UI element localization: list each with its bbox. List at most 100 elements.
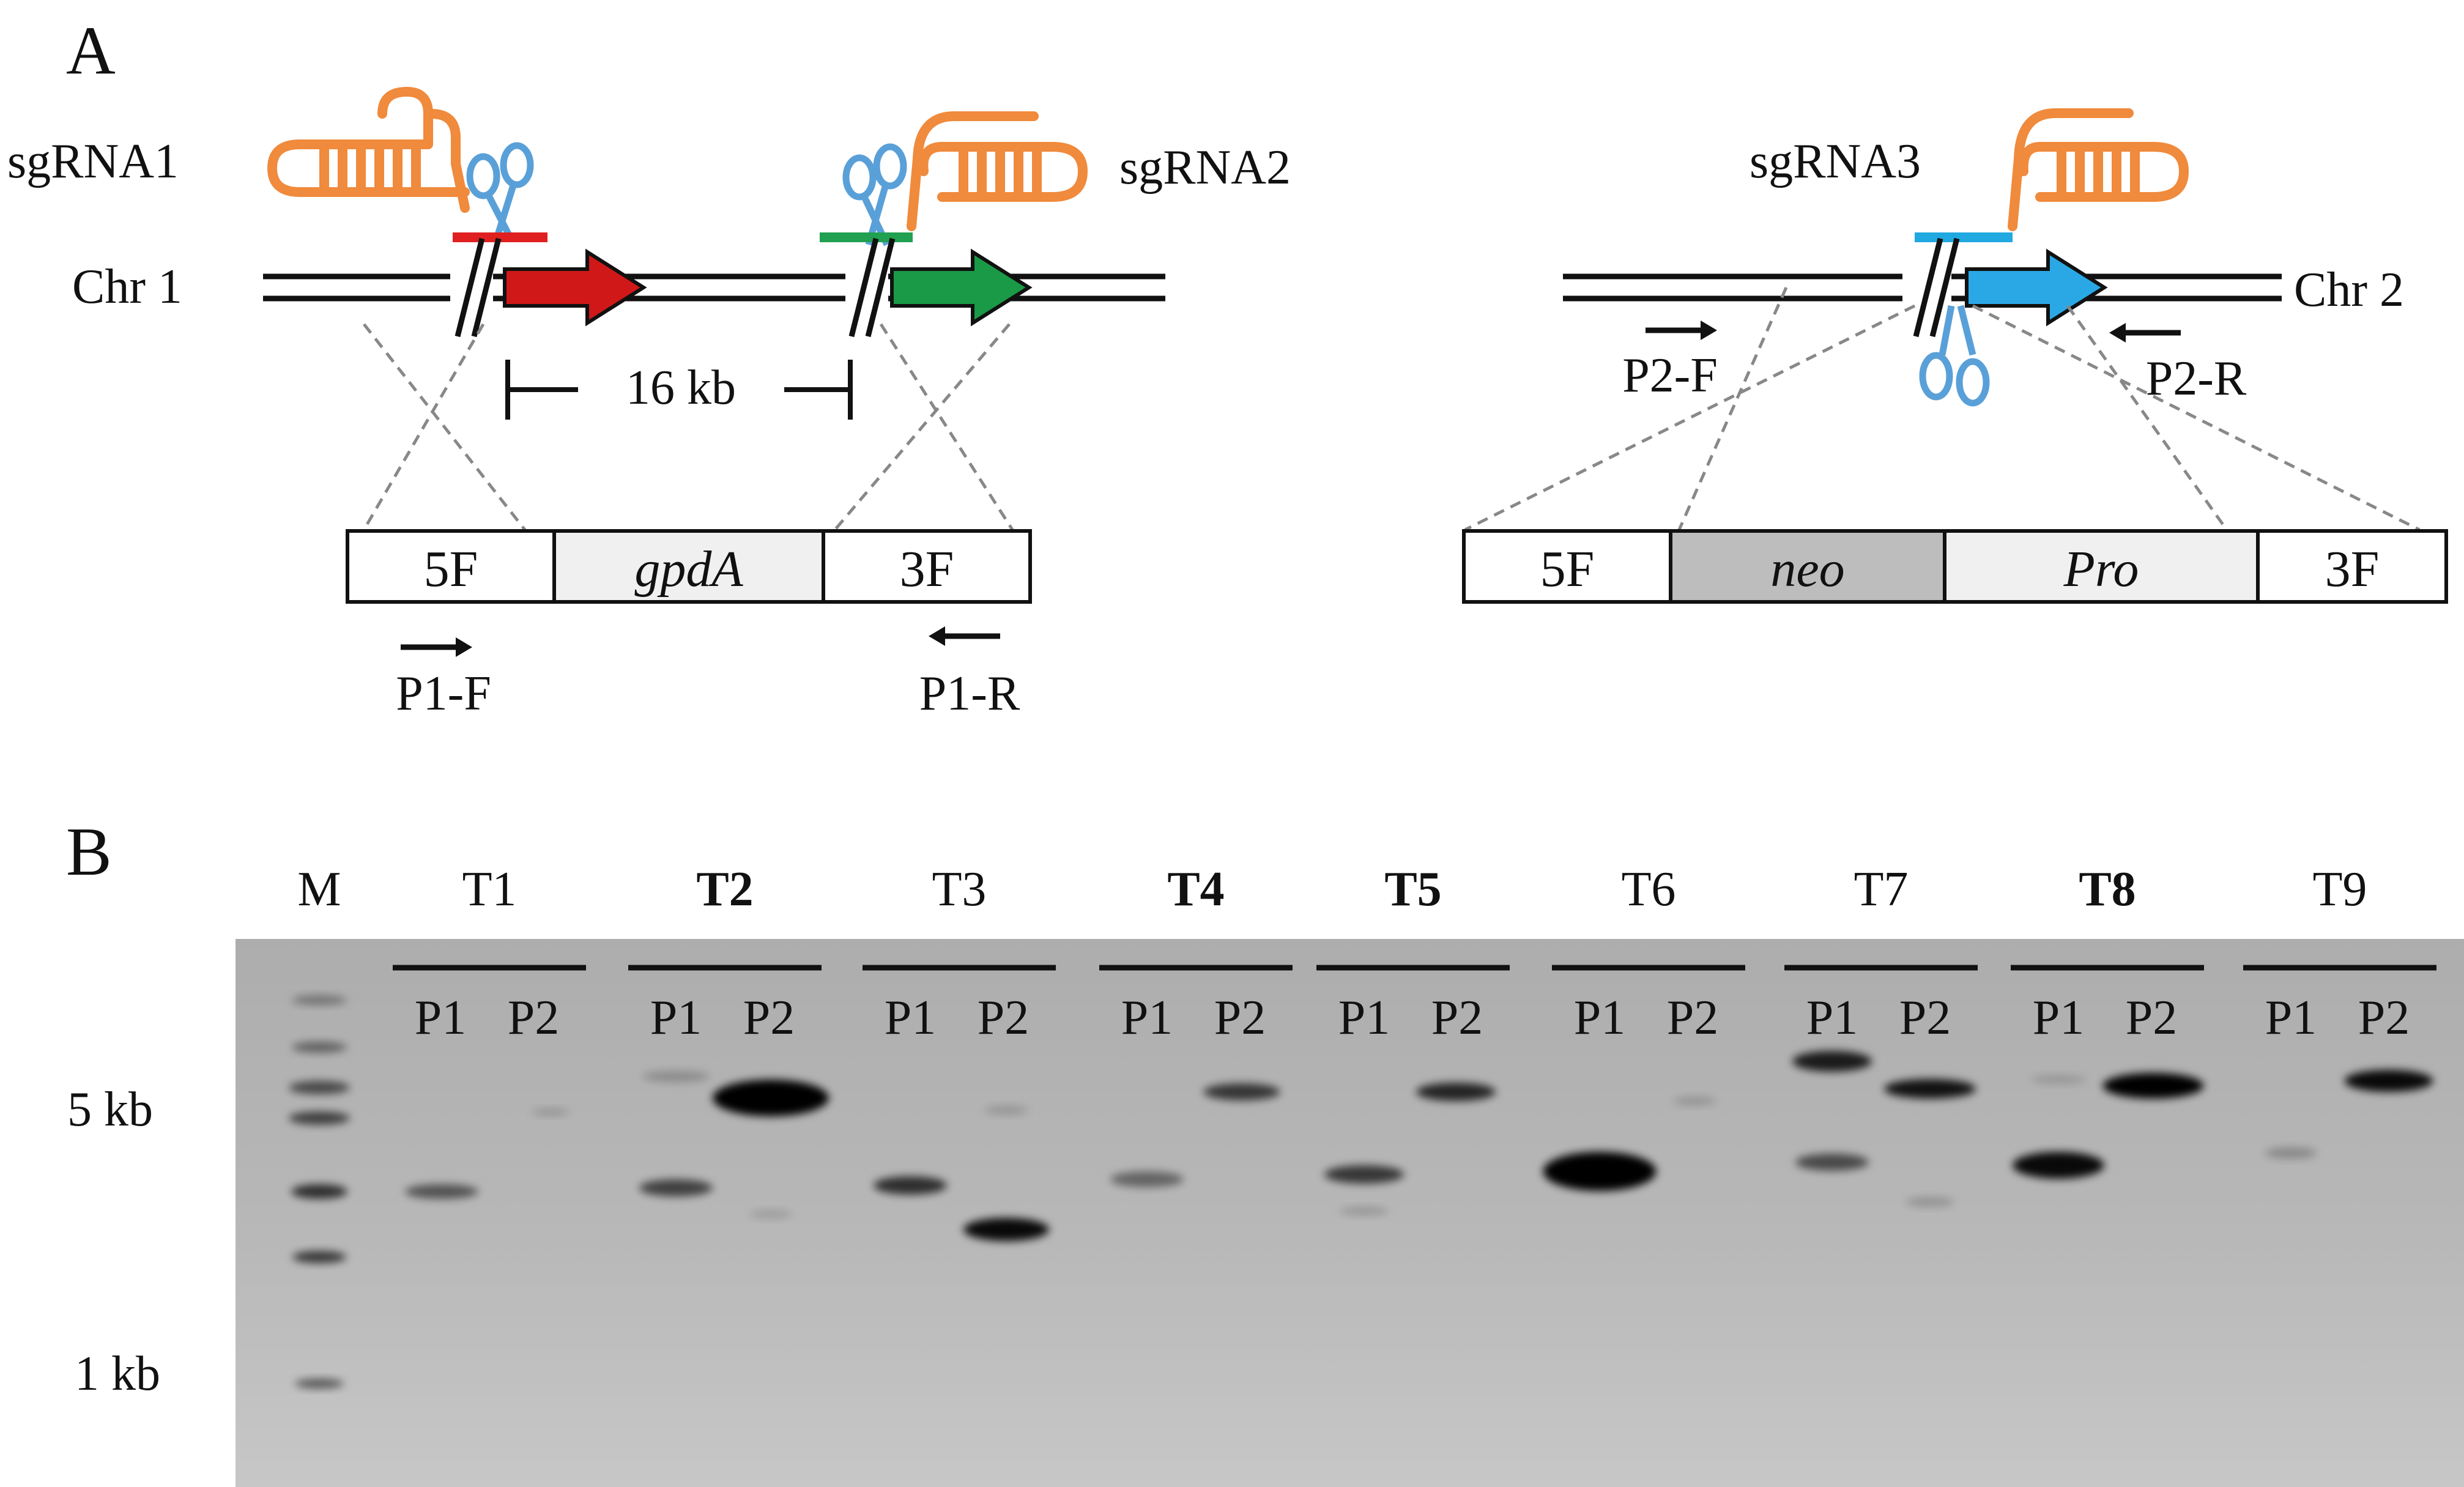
gel-bands [289,995,2433,1389]
lane-label-t3-p1: P1 [885,991,937,1045]
distance-bar [505,360,853,420]
construct-right-neo: neo [1770,541,1844,598]
primer-p1-r-arrow [929,626,1000,646]
cut-mark-1 [455,237,502,338]
primer-p2-r-label: P2-R [2146,352,2247,406]
lane-label-t1-p1: P1 [415,991,467,1045]
primer-p1-f-arrow [401,637,472,657]
cut-mark-3 [1913,237,1960,338]
gel-band [1203,1083,1280,1100]
primer-p2-r-arrow [2109,323,2181,343]
gel-band [1795,1154,1869,1171]
distance-label: 16 kb [626,361,736,415]
gel-band [985,1106,1028,1114]
sample-label-t3: T3 [932,862,987,916]
construct-right-3f: 3F [2325,541,2380,598]
sgrna3-hairpin [2008,108,2189,231]
gene-arrow-blue [1965,248,2108,327]
primer-p1-r-label: P1-R [919,667,1020,721]
gel-band [292,1251,346,1263]
scissors-1-icon [466,142,534,240]
cut-mark-2 [848,237,896,338]
gel-band [1884,1079,1976,1099]
gel-band [1340,1207,1389,1215]
sample-label-t7: T7 [1854,862,1909,916]
primer-p2-f-label: P2-F [1622,349,1718,402]
sample-label-t5: T5 [1384,862,1441,916]
gel-band [2013,1152,2104,1179]
lane-label-t4-p2: P2 [1214,991,1266,1045]
lane-label-t8-p1: P1 [2033,991,2085,1045]
lane-label-t2-p1: P1 [650,991,702,1045]
sgrna1-hairpin [267,87,470,213]
lane-label-t5-p1: P1 [1338,991,1390,1045]
gel-band [1416,1083,1496,1101]
gel-band [2344,1070,2433,1092]
lane-label-t6-p1: P1 [1574,991,1626,1045]
gel-band [2031,1075,2086,1084]
construct-right [1462,529,2448,604]
sample-label-t1: T1 [462,862,517,916]
lane-label-t9-p1: P1 [2265,991,2317,1045]
sample-label-t6: T6 [1622,862,1676,916]
sgrna2-hairpin [907,111,1088,231]
gel-band [963,1218,1049,1241]
homology-lines-right [1464,286,2421,532]
lane-label-t9-p2: P2 [2358,991,2410,1045]
gel-band [2102,1073,2204,1099]
lane-label-t8-p2: P2 [2126,991,2178,1045]
sample-label-t8: T8 [2079,862,2136,916]
construct-left-3f: 3F [900,541,954,598]
gel-band [289,1111,350,1125]
chr2-label: Chr 2 [2294,263,2404,317]
scissors-3-icon [1919,305,1990,407]
chr1-line [263,273,1165,302]
lane-label-t4-p1: P1 [1121,991,1173,1045]
size-label-5kb: 5 kb [67,1083,153,1137]
sample-label-t2: T2 [696,862,753,916]
panel-a-label: A [66,13,116,89]
lane-label-t2-p2: P2 [743,991,795,1045]
gel-band [405,1184,478,1199]
gel-band [642,1071,710,1082]
gel-band [289,1081,350,1094]
scissors-2-icon [842,143,907,247]
gel-band [1324,1165,1404,1184]
size-label-1kb: 1 kb [75,1347,160,1401]
primer-p2-f-arrow [1646,321,1717,340]
primer-p1-f-label: P1-F [396,667,491,721]
gel-band [639,1179,713,1196]
lane-label-t3-p2: P2 [978,991,1030,1045]
homology-lines-left [362,323,1014,531]
lane-label-t1-p2: P2 [508,991,560,1045]
lane-label-t7-p2: P2 [1899,991,1951,1045]
lane-label-t7-p1: P1 [1806,991,1858,1045]
gel-band [1792,1051,1872,1072]
sgrna3-label: sgRNA3 [1750,135,1921,188]
chr1-label: Chr 1 [72,260,182,314]
panel-b-label: B [66,814,112,890]
construct-left-gpda: gpdA [634,541,743,598]
gel-band [713,1080,829,1116]
gel-band [874,1176,947,1195]
gel-band [749,1210,792,1218]
construct-left [346,529,1032,604]
gel-band [1110,1171,1184,1187]
construct-right-pro: Pro [2063,541,2139,598]
lane-label-t5-p2: P2 [1431,991,1483,1045]
gene-arrow-green [890,248,1033,327]
marker-label: M [297,862,341,916]
gene-arrow-red [503,248,647,327]
gel-band [291,1184,347,1199]
sgrna1-label: sgRNA1 [7,135,179,188]
gel-band [292,1042,347,1053]
gel-band [1543,1152,1657,1191]
gel-band [295,1379,344,1389]
gel-band [532,1108,569,1116]
gel-band [292,995,347,1005]
sample-label-t9: T9 [2313,862,2367,916]
construct-right-5f: 5F [1540,541,1595,598]
gel-band [2265,1148,2317,1159]
